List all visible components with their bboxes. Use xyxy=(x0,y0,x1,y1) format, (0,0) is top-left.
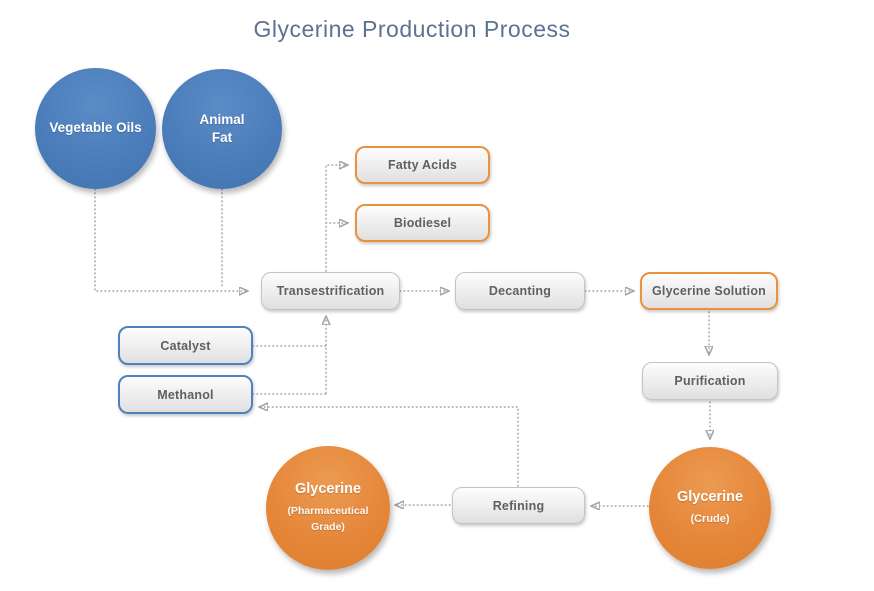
node-biodiesel: Biodiesel xyxy=(355,204,490,242)
node-transestrification-label: Transestrification xyxy=(276,284,385,298)
node-animal-fat-label: Animal Fat xyxy=(199,111,245,145)
node-glycerine-solution-label: Glycerine Solution xyxy=(651,284,767,298)
node-glycerine-solution: Glycerine Solution xyxy=(640,272,778,310)
node-glycerine-crude-label: Glycerine xyxy=(676,489,744,506)
node-decanting-label: Decanting xyxy=(488,284,552,298)
edge-vegetable-oils-to-transestrification xyxy=(94,188,247,291)
node-fatty-acids-label: Fatty Acids xyxy=(387,158,458,172)
node-catalyst: Catalyst xyxy=(118,326,253,365)
node-refining: Refining xyxy=(452,487,585,524)
diagram-title: Glycerine Production Process xyxy=(253,16,571,42)
node-glycerine-crude: Glycerine (Crude) xyxy=(649,447,771,569)
node-biodiesel-label: Biodiesel xyxy=(393,216,452,230)
node-glycerine-pharma-sublabel: (Pharmaceutical Grade) xyxy=(287,505,369,534)
node-decanting: Decanting xyxy=(455,272,585,310)
node-methanol-label: Methanol xyxy=(157,387,214,402)
node-transestrification: Transestrification xyxy=(261,272,400,310)
node-catalyst-label: Catalyst xyxy=(160,338,211,353)
node-fatty-acids: Fatty Acids xyxy=(355,146,490,184)
node-refining-label: Refining xyxy=(492,498,545,513)
edge-transestrification-to-fatty-acids xyxy=(325,165,347,272)
node-vegetable-oils-label: Vegetable Oils xyxy=(49,120,142,136)
node-purification-label: Purification xyxy=(674,374,746,388)
node-animal-fat: Animal Fat xyxy=(162,69,282,189)
node-vegetable-oils: Vegetable Oils xyxy=(35,68,156,189)
node-methanol: Methanol xyxy=(118,375,253,414)
node-glycerine-pharma-label: Glycerine xyxy=(294,481,362,498)
node-glycerine-pharma: Glycerine (Pharmaceutical Grade) xyxy=(266,446,390,570)
node-purification: Purification xyxy=(642,362,778,400)
node-glycerine-crude-sublabel: (Crude) xyxy=(690,512,730,525)
